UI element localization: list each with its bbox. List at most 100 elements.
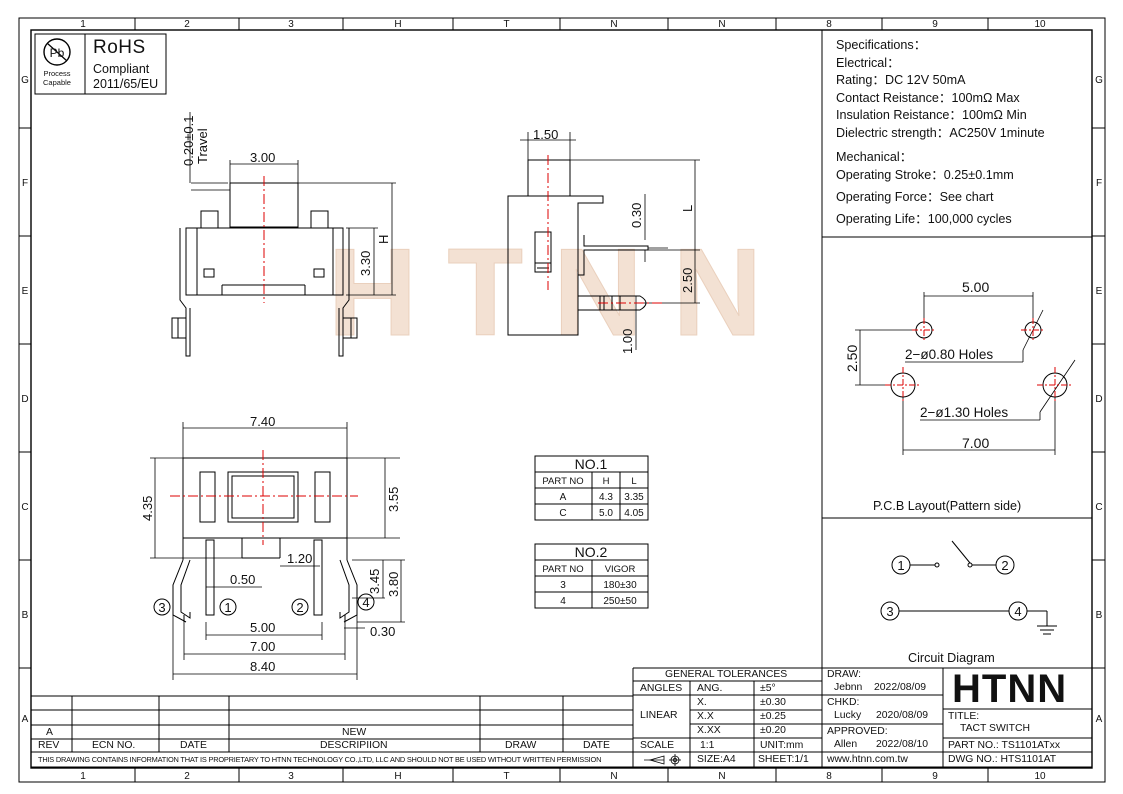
date-header: DATE <box>180 740 207 751</box>
title-label: TITLE: <box>948 711 980 722</box>
circuit-t1: 1 <box>897 558 904 573</box>
dim-030: 0.30 <box>370 624 395 639</box>
table-no1-r2-part: C <box>559 508 566 519</box>
table-no2-r1-part: 3 <box>560 580 566 591</box>
rohs-title: RoHS <box>93 37 146 58</box>
dim-300: 3.00 <box>250 150 275 165</box>
x-tol: ±0.30 <box>760 697 786 708</box>
column-grid-ticks <box>134 18 989 782</box>
dim-435: 4.35 <box>140 496 155 521</box>
circuit-diagram <box>880 540 1057 635</box>
capable-label: Capable <box>43 78 71 87</box>
col-label-top-5: T <box>503 19 509 30</box>
date2-header: DATE <box>583 740 610 751</box>
col-label-top-9: 9 <box>932 19 938 30</box>
draw-label: DRAW: <box>827 669 862 680</box>
rohs-compliant: Compliant <box>93 62 150 76</box>
watermark: HTNN <box>328 224 792 362</box>
dim-345: 3.45 <box>367 569 382 594</box>
row-label-left-a: A <box>22 714 29 725</box>
dim-h: H <box>376 235 391 244</box>
chkd-name: Lucky <box>834 710 862 721</box>
specs-heading: Specifications： <box>836 38 927 52</box>
contact-resistance-spec: Contact Reistance：100mΩ Max <box>836 91 1020 105</box>
xx-tol: ±0.25 <box>760 711 786 722</box>
sheet-value: SHEET:1/1 <box>758 754 809 765</box>
table-no2-r2-vigor: 250±50 <box>603 596 637 607</box>
approved-label: APPROVED: <box>827 726 888 737</box>
table-no1 <box>534 455 649 521</box>
circuit-t3: 3 <box>886 604 893 619</box>
col-label-bottom-5: T <box>503 771 509 782</box>
operating-stroke-spec: Operating Stroke：0.25±0.1mm <box>836 168 1014 182</box>
dim-500: 5.00 <box>250 620 275 635</box>
row-label-left-d: D <box>21 394 28 405</box>
circuit-t2: 2 <box>1001 558 1008 573</box>
revision-block-lines <box>31 667 1092 768</box>
table-no1-header-l: L <box>631 476 636 487</box>
x-label: X. <box>697 697 707 708</box>
col-label-bottom-4: H <box>394 771 401 782</box>
pin-4-label: 4 <box>362 595 369 610</box>
circuit-caption: Circuit Diagram <box>908 651 995 665</box>
side-dim-030: 0.30 <box>629 203 644 228</box>
pcb-layout-caption: P.C.B Layout(Pattern side) <box>873 499 1022 513</box>
col-label-top-8: 8 <box>826 19 832 30</box>
xx-label: X.X <box>697 711 714 722</box>
dwg-no: DWG NO.: HTS1101AT <box>948 754 1057 765</box>
dim-050: 0.50 <box>230 572 255 587</box>
pb-label: Pb <box>50 46 65 60</box>
row-label-left-g: G <box>21 75 29 86</box>
rev-value: A <box>46 727 53 738</box>
pcb-layout <box>855 292 1076 455</box>
row-label-right-b: B <box>1096 610 1103 621</box>
row-label-right-g: G <box>1095 75 1103 86</box>
xxx-tol: ±0.20 <box>760 725 786 736</box>
row-label-left-f: F <box>22 178 28 189</box>
pcb-dim-500: 5.00 <box>962 279 989 295</box>
xxx-label: X.XX <box>697 725 721 736</box>
table-no1-r1-l: 3.35 <box>624 492 644 503</box>
table-no2-title: NO.2 <box>575 544 608 560</box>
pin-1-label: 1 <box>224 600 231 615</box>
table-no1-header-part: PART NO <box>542 476 583 487</box>
col-label-bottom-6: N <box>610 771 617 782</box>
circuit-t4: 4 <box>1014 604 1021 619</box>
draw-header: DRAW <box>505 740 537 751</box>
pin-3-label: 3 <box>158 600 165 615</box>
pb-circle-icon <box>43 38 71 66</box>
desc-value: NEW <box>342 727 367 738</box>
operating-life-spec: Operating Life：100,000 cycles <box>836 212 1012 226</box>
row-label-right-d: D <box>1095 394 1102 405</box>
insulation-resistance-spec: Insulation Reistance：100mΩ Min <box>836 108 1027 122</box>
description-header: DESCRIPIION <box>320 740 388 751</box>
outer-frame <box>18 17 1106 783</box>
col-label-top-3: 3 <box>288 19 294 30</box>
col-label-bottom-9: 9 <box>932 771 938 782</box>
row-label-right-a: A <box>1096 714 1103 725</box>
operating-force-spec: Operating Force：See chart <box>836 190 994 204</box>
row-grid-ticks <box>19 127 1105 669</box>
rohs-directive: 2011/65/EU <box>93 77 159 91</box>
table-no2-r1-vigor: 180±30 <box>603 580 637 591</box>
unit-value: UNIT:mm <box>760 740 804 751</box>
table-no1-r2-h: 5.0 <box>599 508 613 519</box>
side-dim-150: 1.50 <box>533 127 558 142</box>
side-dim-100: 1.00 <box>620 329 635 354</box>
row-label-right-f: F <box>1096 178 1102 189</box>
linear-label: LINEAR <box>640 710 678 721</box>
dim-120: 1.20 <box>287 551 312 566</box>
col-label-bottom-7: N <box>718 771 725 782</box>
row-label-left-e: E <box>22 286 29 297</box>
approved-name: Allen <box>834 739 858 750</box>
table-no2-r2-part: 4 <box>560 596 566 607</box>
pcb-holes-small: 2−ø0.80 Holes <box>905 347 993 362</box>
rating-spec: Rating：DC 12V 50mA <box>836 73 966 87</box>
table-no2 <box>534 543 649 609</box>
size-value: SIZE:A4 <box>697 754 736 765</box>
part-no: PART NO.: TS1101ATxx <box>948 740 1061 751</box>
